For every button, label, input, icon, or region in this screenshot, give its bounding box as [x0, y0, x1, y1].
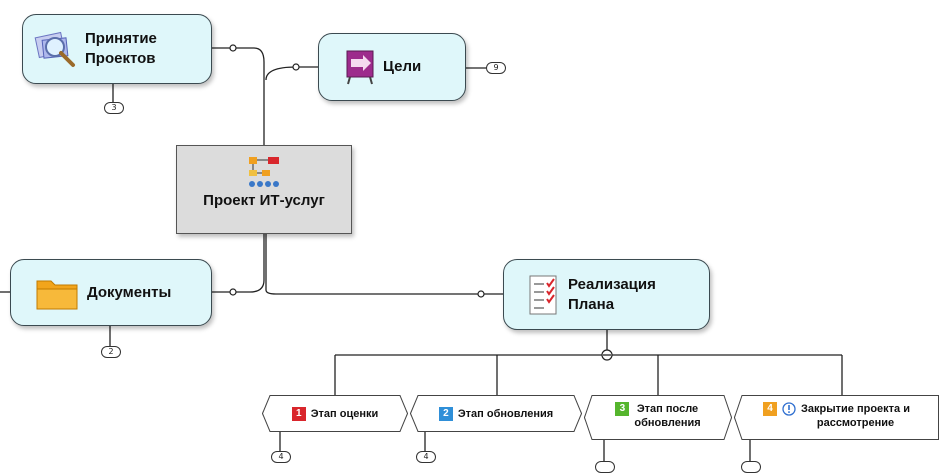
- count-badge[interactable]: 3: [104, 102, 124, 114]
- subtopic-outline: [734, 395, 939, 440]
- subtopic-outline: [262, 395, 408, 432]
- topic-documents[interactable]: Документы: [10, 259, 212, 326]
- info-icon: [782, 402, 796, 416]
- topic-acceptance[interactable]: Принятие Проектов: [22, 14, 212, 84]
- count-badge[interactable]: 9: [486, 62, 506, 74]
- count-badge[interactable]: [595, 461, 615, 473]
- central-topic[interactable]: Проект ИТ-услуг: [176, 145, 352, 234]
- connector-knob: [229, 44, 237, 52]
- topic-documents-label: Документы: [87, 283, 172, 301]
- topic-plan[interactable]: Реализация Плана: [503, 259, 710, 330]
- priority-1-icon: 1: [292, 407, 306, 421]
- count-badge[interactable]: 4: [271, 451, 291, 463]
- count-badge[interactable]: 4: [416, 451, 436, 463]
- priority-4-icon: 4: [763, 402, 777, 416]
- connector-knob: [292, 63, 300, 71]
- checklist-icon: [528, 274, 560, 316]
- count-badge[interactable]: 2: [101, 346, 121, 358]
- subtopic-outline: [584, 395, 732, 440]
- priority-2-icon: 2: [439, 407, 453, 421]
- topic-goals[interactable]: Цели: [318, 33, 466, 101]
- topic-goals-label: Цели: [383, 58, 422, 75]
- subtopic-label-line2: рассмотрение: [816, 417, 895, 429]
- connector-knob: [229, 288, 237, 296]
- central-topic-label: Проект ИТ-услуг: [203, 192, 325, 209]
- subtopic-label: Этап обновления: [457, 407, 554, 420]
- subtopic-label-line2: обновления: [634, 417, 701, 429]
- subtopic-closure[interactable]: 4 Закрытие проекта и рассмотрение: [734, 395, 939, 440]
- topic-acceptance-line1: Принятие: [85, 30, 157, 47]
- magnifier-icon: [33, 29, 77, 69]
- subtopic-outline: [410, 395, 582, 432]
- target-board-icon: [345, 49, 375, 85]
- subtopic-post-update[interactable]: 3 Этап после обновления: [584, 395, 732, 440]
- topic-plan-line1: Реализация: [568, 275, 656, 293]
- subtopic-label-line1: Этап после: [636, 403, 699, 415]
- subtopic-label-line1: Закрытие проекта и: [801, 403, 910, 415]
- priority-3-icon: 3: [615, 402, 629, 416]
- topic-acceptance-line2: Проектов: [85, 50, 156, 67]
- flowchart-icon: [246, 154, 282, 190]
- count-badge[interactable]: [741, 461, 761, 473]
- folder-icon: [35, 275, 79, 311]
- topic-plan-line2: Плана: [568, 295, 615, 313]
- connector-knob: [477, 290, 485, 298]
- subtopic-label: Этап оценки: [310, 407, 379, 420]
